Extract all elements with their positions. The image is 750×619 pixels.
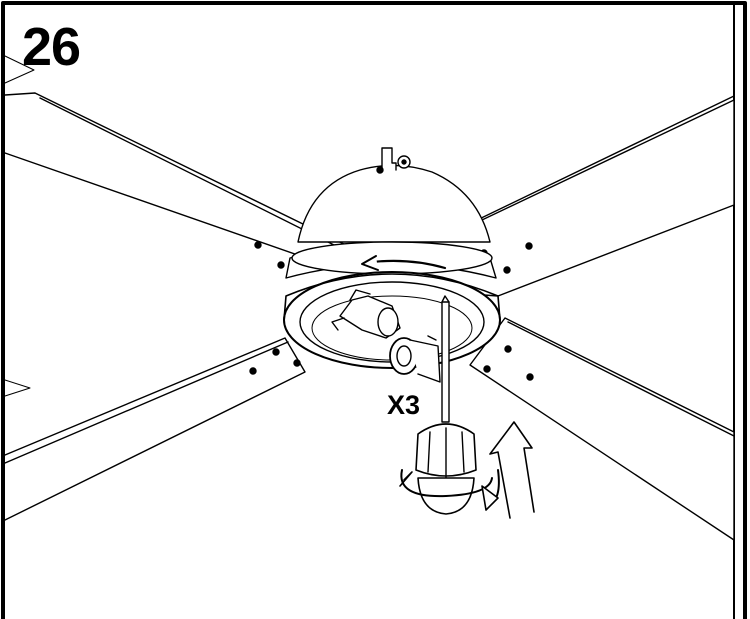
rotate-bulb-arrow bbox=[399, 469, 500, 511]
screwdriver bbox=[415, 295, 477, 515]
step-number: 26 bbox=[22, 17, 81, 77]
blade-screw bbox=[249, 367, 257, 375]
blade-screw bbox=[525, 242, 533, 250]
rotate-counterclockwise-arrow bbox=[361, 255, 447, 271]
blade-screw bbox=[272, 348, 280, 356]
fan-blade-lower-left bbox=[4, 337, 306, 521]
background-blade bbox=[4, 55, 35, 84]
blade-screw bbox=[503, 266, 511, 274]
blade-screw bbox=[277, 261, 285, 269]
blade-screw bbox=[504, 345, 512, 353]
push-up-arrow bbox=[489, 421, 535, 519]
bracket-screw bbox=[376, 166, 384, 174]
background-blade bbox=[4, 379, 31, 397]
blade-screw bbox=[254, 241, 262, 249]
quantity-label: X3 bbox=[387, 390, 421, 420]
fan-blade-upper-right bbox=[439, 95, 735, 297]
light-socket bbox=[389, 335, 441, 383]
light-socket bbox=[331, 289, 401, 339]
blade-screw bbox=[526, 373, 534, 381]
blade-screw bbox=[293, 359, 301, 367]
fan-motor-housing bbox=[285, 147, 497, 279]
blade-screw bbox=[483, 365, 491, 373]
